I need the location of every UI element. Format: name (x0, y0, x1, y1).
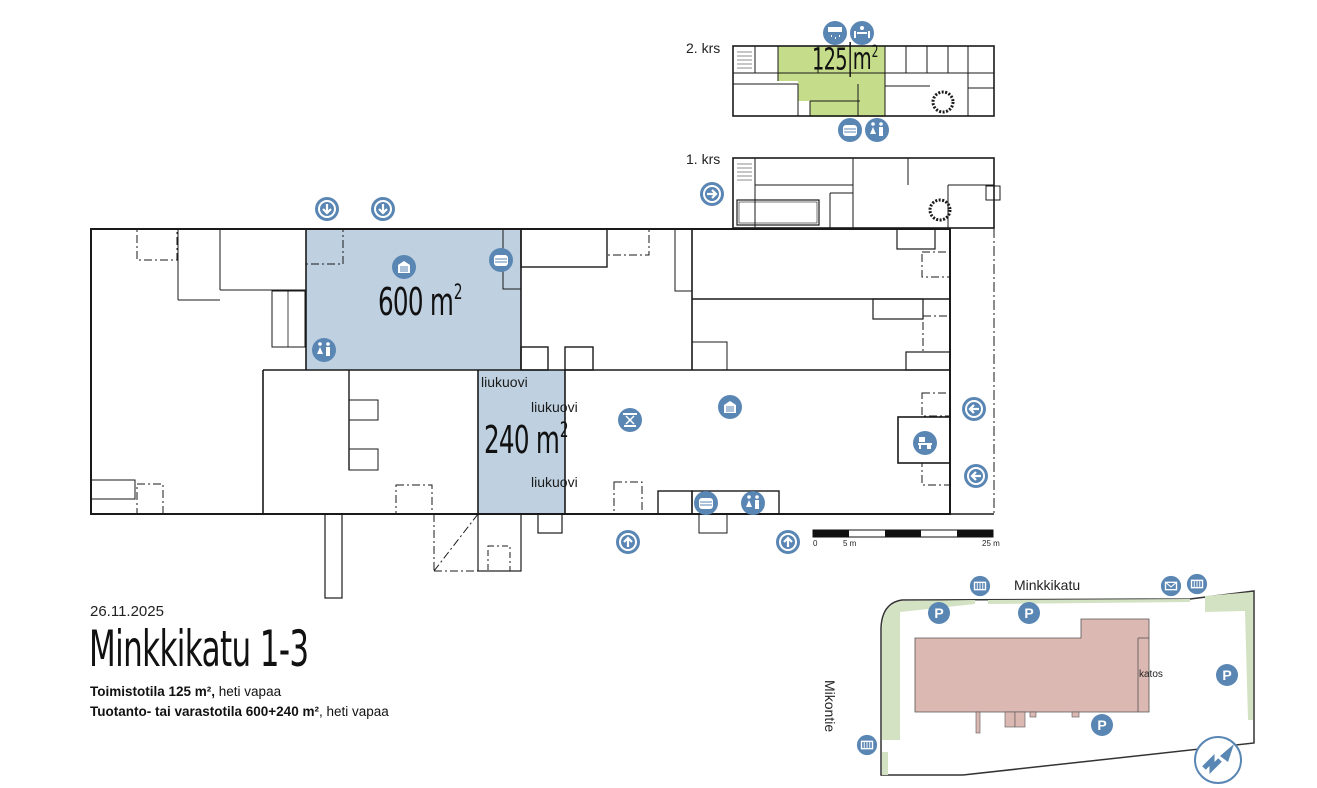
scale-label-0: 0 (813, 539, 818, 548)
restroom-icon (741, 491, 765, 515)
first-floor-office-plan (732, 157, 1001, 229)
area-unit: m (535, 418, 560, 462)
space-240-highlight (478, 370, 565, 514)
entrance-arrow-up-icon (776, 530, 800, 554)
svg-text:P: P (1097, 717, 1106, 733)
entrance-arrow-left-icon (962, 397, 986, 421)
sliding-door-label: liukuovi (531, 474, 578, 490)
street-label-minkkikatu: Minkkikatu (1014, 577, 1081, 593)
floor-label-1: 1. krs (686, 151, 721, 167)
gate-icon (1186, 573, 1208, 595)
space-600-highlight (306, 229, 521, 370)
svg-text:P: P (1222, 667, 1231, 683)
area-exponent: 2 (871, 42, 879, 61)
entrance-arrow-up-icon (616, 530, 640, 554)
sliding-door-label: liukuovi (481, 374, 528, 390)
description-rest: heti vapaa (215, 684, 282, 699)
north-arrow-icon (1194, 736, 1242, 784)
area-exponent: 2 (453, 280, 463, 305)
entrance-arrow-right-icon (700, 182, 724, 206)
mailbox-icon (1160, 575, 1182, 597)
parking-icon: P (1216, 664, 1238, 686)
description-line-1: Toimistotila 125 m², heti vapaa (90, 684, 281, 699)
second-floor-highlight (778, 46, 885, 81)
area-value: 240 (484, 418, 530, 462)
area-label-240: 240 m2 (484, 418, 569, 462)
office-desk-icon (913, 431, 937, 455)
restroom-icon (312, 338, 336, 362)
date: 26.11.2025 (90, 603, 164, 620)
entrance-arrow-down-icon (371, 197, 395, 221)
meeting-room-icon (850, 21, 874, 45)
street-label-mikontie: Mikontie (822, 680, 838, 733)
svg-text:P: P (934, 605, 943, 621)
svg-text:P: P (1024, 605, 1033, 621)
area-unit: m (849, 42, 872, 78)
description-bold: Tuotanto- tai varastotila 600+240 m² (90, 704, 319, 719)
description-line-2: Tuotanto- tai varastotila 600+240 m², he… (90, 704, 389, 719)
area-unit: m (429, 280, 454, 324)
entrance-arrow-left-icon (964, 464, 988, 488)
area-label-600: 600 m2 (378, 280, 463, 324)
parking-icon: P (1091, 714, 1113, 736)
description-bold: Toimistotila 125 m², (90, 684, 216, 699)
description-rest: , heti vapaa (318, 704, 389, 719)
canopy-label: katos (1139, 669, 1163, 680)
scale-label-25: 25 m (982, 539, 1000, 548)
area-exponent: 2 (559, 418, 569, 443)
gate-icon (856, 734, 878, 756)
area-value: 125 (812, 42, 848, 78)
second-floor-plan (732, 45, 995, 117)
scale-bar (812, 529, 994, 538)
coffee-kitchen-icon (489, 248, 513, 272)
lift-table-icon (618, 408, 642, 432)
main-building-plan (90, 228, 995, 599)
gate-icon (969, 575, 991, 597)
site-map (880, 590, 1255, 776)
area-value: 600 (378, 280, 424, 324)
site-building (914, 618, 1150, 713)
air-conditioning-icon (823, 21, 847, 45)
page-title: Minkkikatu 1-3 (89, 620, 309, 678)
garage-door-icon (718, 395, 742, 419)
coffee-kitchen-icon (838, 118, 862, 142)
scale-label-5: 5 m (843, 539, 857, 548)
floor-label-2: 2. krs (686, 40, 721, 56)
parking-icon: P (1018, 602, 1040, 624)
coffee-kitchen-icon (694, 491, 718, 515)
restroom-icon (865, 118, 889, 142)
parking-icon: P (928, 602, 950, 624)
sliding-door-label: liukuovi (531, 399, 578, 415)
entrance-arrow-down-icon (315, 197, 339, 221)
garage-door-icon (392, 255, 416, 279)
